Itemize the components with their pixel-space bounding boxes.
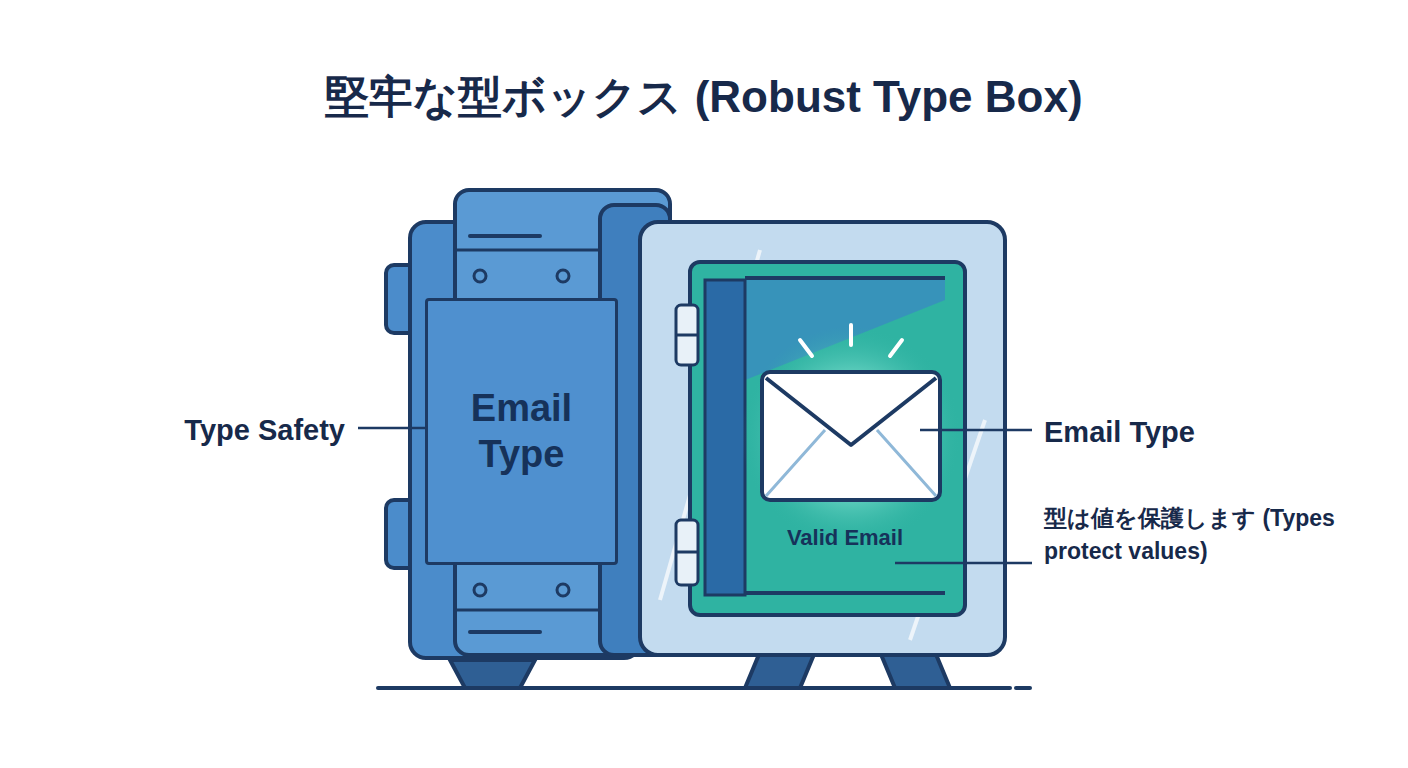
callout-label: Type Safety <box>100 409 345 451</box>
value-caption: Valid Email <box>787 525 903 551</box>
callout-label: Email Type <box>1044 411 1344 453</box>
value-panel: Valid Email <box>745 280 945 593</box>
callout-note: 型は値を保護します (Types protect values) <box>1044 502 1344 569</box>
type-name: Email Type <box>438 386 605 477</box>
diagram-title: 堅牢な型ボックス (Robust Type Box) <box>0 68 1408 127</box>
type-plate: Email Type <box>425 298 618 565</box>
